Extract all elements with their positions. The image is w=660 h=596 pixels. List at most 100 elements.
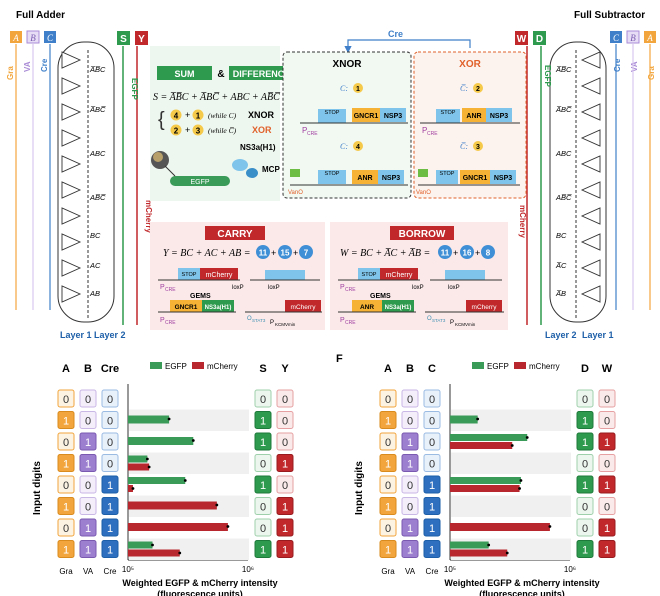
input-cell-value: 1 [385,545,391,557]
borrow-panel: BORROW W = BC + A̅C + A̅B = 11 + 16 + 8 … [330,222,508,330]
output-cell-value: 0 [282,416,288,428]
svg-text:11: 11 [259,249,268,258]
input-cell-value: 0 [385,523,391,535]
svg-text:ANR: ANR [466,113,481,120]
svg-text:C:: C: [340,84,348,93]
input-cell [423,411,441,429]
row-stripe [451,495,571,517]
input-cell [423,389,441,408]
svg-text:mCherry: mCherry [472,304,498,311]
output-cell-value: 0 [604,394,610,406]
input-cell-value: 1 [385,416,391,428]
input-cell-value: 0 [85,394,91,406]
input-cell [101,518,119,537]
input-cell [401,518,419,537]
svg-text:B: B [30,33,36,43]
output-cell-value: 0 [282,480,288,492]
svg-text:VA: VA [630,61,639,72]
input-cell-value: 0 [407,502,413,514]
output-cell-value: 0 [604,416,610,428]
output-cell-value: 1 [604,480,610,492]
row-stripe [129,452,249,474]
data-point [519,479,523,482]
input-cell-value: 0 [107,394,113,406]
input-cell-value: 0 [429,459,435,471]
svg-text:P: P [270,320,274,326]
input-cell-value: 1 [407,459,413,471]
output-cell-value: 0 [582,502,588,514]
right-input-wires [615,44,651,310]
output-cell [254,497,272,515]
output-cell-value: 1 [260,437,266,449]
output-cell-value: 0 [260,502,266,514]
col-name: Cre [426,567,439,576]
input-cell [79,389,97,408]
svg-text:&: & [217,69,224,80]
svg-text:P: P [160,284,165,291]
output-cell [576,497,594,515]
ladder-term: A̅BC̅ [555,105,573,114]
input-cell [379,540,397,558]
output-cell [576,389,594,408]
bar-mcherry [128,485,133,492]
sum-difference-panel: SUM & DIFFERENCE S = A̅B̅C + A̅BC̅ + ABC… [150,46,294,201]
svg-text:P: P [340,317,345,324]
svg-text:C: C [47,33,54,43]
layer1-gate [61,103,82,121]
x-axis-label-2: (fluorescence units) [157,589,243,596]
svg-text:D: D [536,34,543,45]
col-header: B [406,363,414,375]
svg-text:A: A [646,33,653,43]
svg-text:4: 4 [174,112,179,121]
input-cell [57,475,75,494]
output-cell [254,389,272,408]
output-cell [276,411,294,429]
input-cell-value: 1 [63,416,69,428]
output-cell [276,518,294,537]
input-cell-value: 0 [63,394,69,406]
svg-text:XNOR: XNOR [248,110,275,120]
bar-mcherry [450,523,550,531]
svg-text:DIFFERENCE: DIFFERENCE [233,69,291,79]
layer1-gate [61,77,82,95]
output-cell-value: 1 [582,416,588,428]
output-cell-value: 0 [260,459,266,471]
output-cell [254,518,272,537]
output-cell [576,432,594,451]
bar-mcherry [128,463,150,471]
input-cell-value: 1 [429,480,435,492]
data-point [167,417,171,421]
svg-text:XNOR: XNOR [333,59,363,70]
svg-text:loxP: loxP [412,285,424,291]
svg-text:Y: Y [138,34,145,45]
input-cell [401,540,419,558]
input-cell [101,497,119,515]
svg-text:(while C): (while C) [208,111,237,120]
svg-text:STOP: STOP [182,272,197,278]
svg-text:W: W [517,34,527,45]
input-cell [423,454,441,472]
col-name: VA [405,567,416,576]
svg-text:(while C̅): (while C̅) [208,126,237,135]
layer1-gate [61,233,82,251]
bar-egfp [450,541,489,549]
bar-egfp [128,415,170,424]
input-cell-value: 1 [85,523,91,535]
svg-text:Cre: Cre [388,29,403,39]
output-cell [254,411,272,429]
data-point [145,457,149,461]
data-point [178,551,182,555]
output-cell-value: 1 [282,459,288,471]
right-input-headers: C B A Cre VA Gra [610,30,656,80]
output-cell [576,475,594,494]
input-cell-value: 1 [107,545,113,557]
ladder-term: A̅B̅C [89,65,106,74]
bar-egfp [128,477,186,484]
svg-text:NS3a(H1): NS3a(H1) [240,143,276,152]
mcp-complex-illustration: EGFP NS3a(H1) MCP [151,143,280,186]
input-cell [101,432,119,451]
svg-text:3: 3 [196,127,201,136]
ladder-term: A̅C [555,261,567,270]
